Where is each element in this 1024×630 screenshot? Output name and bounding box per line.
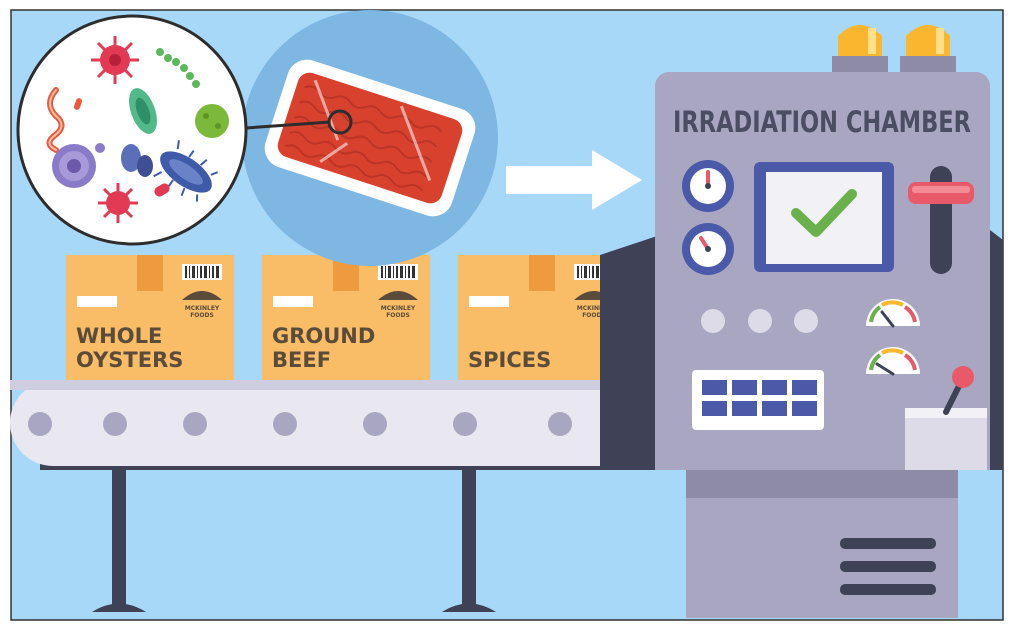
brand-name: MCKINLEY <box>381 305 416 312</box>
machine-title: IRRADIATION CHAMBER <box>673 105 971 139</box>
box-label-line1: WHOLE <box>76 324 162 348</box>
box-oysters: MCKINLEY FOODS WHOLE OYSTERS <box>66 255 234 380</box>
meat-package <box>242 10 498 266</box>
pressure-dial-icon <box>682 223 734 275</box>
box-label-line1: GROUND <box>272 324 375 348</box>
conveyor-belt <box>10 380 650 470</box>
bacteria-icon <box>46 36 229 223</box>
control-keypad[interactable] <box>692 370 824 430</box>
brand-suffix: FOODS <box>582 312 606 319</box>
status-screen <box>754 162 894 272</box>
barcode-icon <box>378 264 418 280</box>
warning-light-icon <box>832 25 888 74</box>
brand-logo-icon: MCKINLEY FOODS <box>378 291 418 319</box>
irradiation-machine: IRRADIATION CHAMBER <box>600 25 1003 618</box>
arrow-right-icon <box>506 150 642 210</box>
level-gauge-icon <box>866 347 920 376</box>
brand-name: MCKINLEY <box>577 305 612 312</box>
box-beef: MCKINLEY FOODS GROUND BEEF <box>262 255 430 380</box>
pressure-dial-icon <box>682 160 734 212</box>
box-label-line2: SPICES <box>468 348 551 372</box>
box-label-line2: OYSTERS <box>76 348 183 372</box>
conveyor-legs <box>92 460 496 612</box>
vent-icon <box>840 538 936 595</box>
power-slider[interactable] <box>908 166 974 274</box>
check-icon <box>791 189 857 237</box>
brand-name: MCKINLEY <box>185 305 220 312</box>
brand-suffix: FOODS <box>190 312 214 319</box>
level-gauge-icon <box>866 299 920 328</box>
brand-logo-icon: MCKINLEY FOODS <box>182 291 222 319</box>
box-spices: MCKINLEY FOODS SPICES <box>458 255 626 380</box>
lever-icon[interactable] <box>905 366 987 470</box>
indicator-lights <box>701 309 818 333</box>
warning-light-icon <box>900 25 956 74</box>
brand-suffix: FOODS <box>386 312 410 319</box>
box-label-line2: BEEF <box>272 348 331 372</box>
barcode-icon <box>182 264 222 280</box>
